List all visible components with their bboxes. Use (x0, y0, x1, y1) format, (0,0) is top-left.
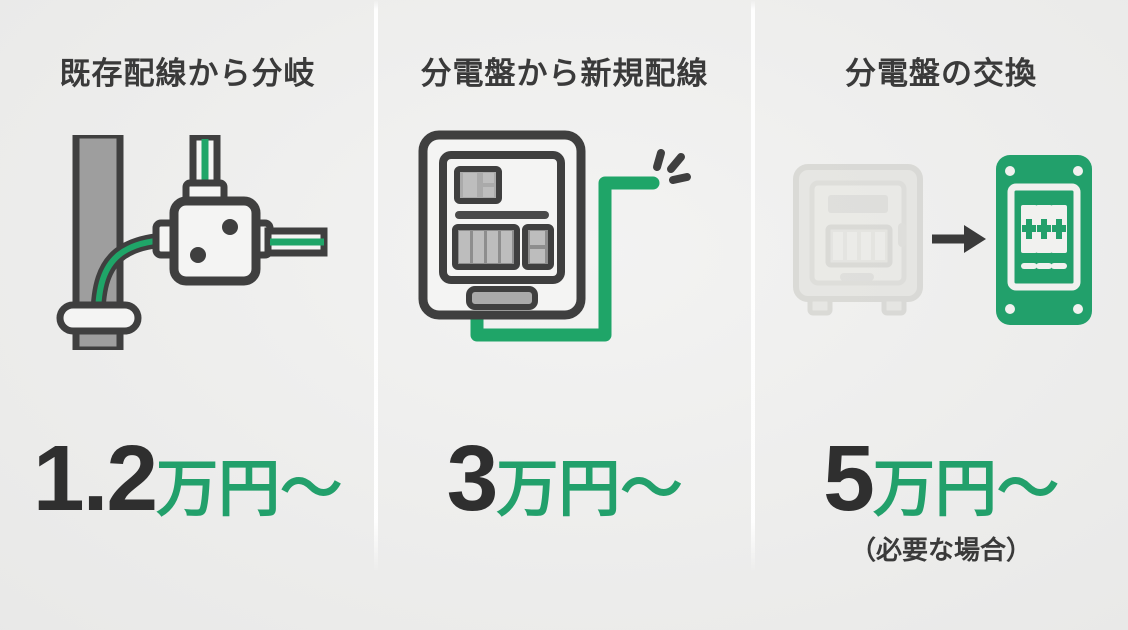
distribution-board-new-cable-icon (405, 127, 725, 357)
price-number: 1.2 (32, 426, 158, 530)
distribution-board-replacement-arrow-icon (781, 127, 1101, 357)
price-note: （必要な場合） (849, 535, 1032, 565)
cost-column-distribution-board-replacement: 分電盤の交換 (754, 0, 1128, 630)
column-divider-2 (751, 0, 755, 572)
old-panel-group (793, 164, 923, 316)
conduit-branch-illustration-svg (56, 134, 327, 350)
distribution-board-illustration-svg (418, 130, 691, 342)
price-line: 3万円〜 (378, 432, 751, 525)
column-heading: 既存配線から分岐 (59, 56, 316, 91)
price-line: 1.2万円〜 (0, 432, 375, 525)
board-replacement-illustration-svg (793, 155, 1092, 325)
price-line: 5万円〜 (754, 432, 1128, 525)
column-heading: 分電盤から新規配線 (420, 56, 709, 91)
new-panel-group (996, 155, 1092, 325)
replacement-arrow-icon (932, 225, 986, 253)
price-unit: 万円〜 (156, 455, 343, 524)
price-number: 5 (823, 426, 875, 530)
price-unit: 万円〜 (496, 455, 683, 524)
column-divider-1 (374, 0, 378, 572)
cost-column-branch-from-existing-wiring: 既存配線から分岐 (0, 0, 375, 630)
conduit-branch-junction-box-icon (28, 127, 348, 357)
price-number: 3 (446, 426, 499, 530)
column-heading: 分電盤の交換 (845, 56, 1037, 91)
cost-column-new-wiring-from-distribution-board: 分電盤から新規配線 (378, 0, 751, 630)
price-unit: 万円〜 (872, 455, 1059, 524)
